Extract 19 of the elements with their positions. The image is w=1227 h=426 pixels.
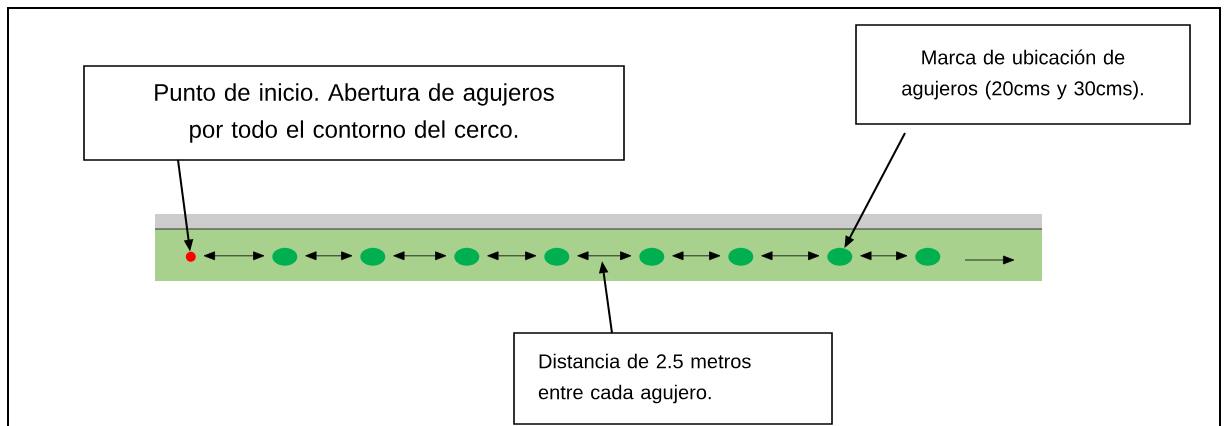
callout-box: Punto de inicio. Abertura de agujeros por todo el contorno del cerco. — [83, 65, 625, 161]
callout-box: Distancia de 2.5 metros entre cada agujero. — [513, 332, 833, 425]
hole-mark — [915, 247, 941, 266]
hole-mark — [454, 247, 480, 266]
spacing-arrow — [487, 251, 537, 261]
callout-box: Marca de ubicación de agujeros (20cms y 30cms). — [855, 24, 1191, 125]
hole-mark — [272, 247, 298, 266]
spacing-arrow — [577, 251, 632, 261]
hole-mark — [639, 247, 665, 266]
spacing-arrow — [203, 251, 265, 261]
spacing-arrow — [393, 251, 447, 261]
hole-mark — [728, 247, 754, 266]
spacing-arrow — [305, 251, 353, 261]
spacing-arrow — [860, 251, 908, 261]
hole-mark — [827, 247, 853, 266]
spacing-arrow — [761, 251, 820, 261]
spacing-arrow — [672, 251, 721, 261]
hole-mark — [544, 247, 570, 266]
hole-mark — [360, 247, 386, 266]
